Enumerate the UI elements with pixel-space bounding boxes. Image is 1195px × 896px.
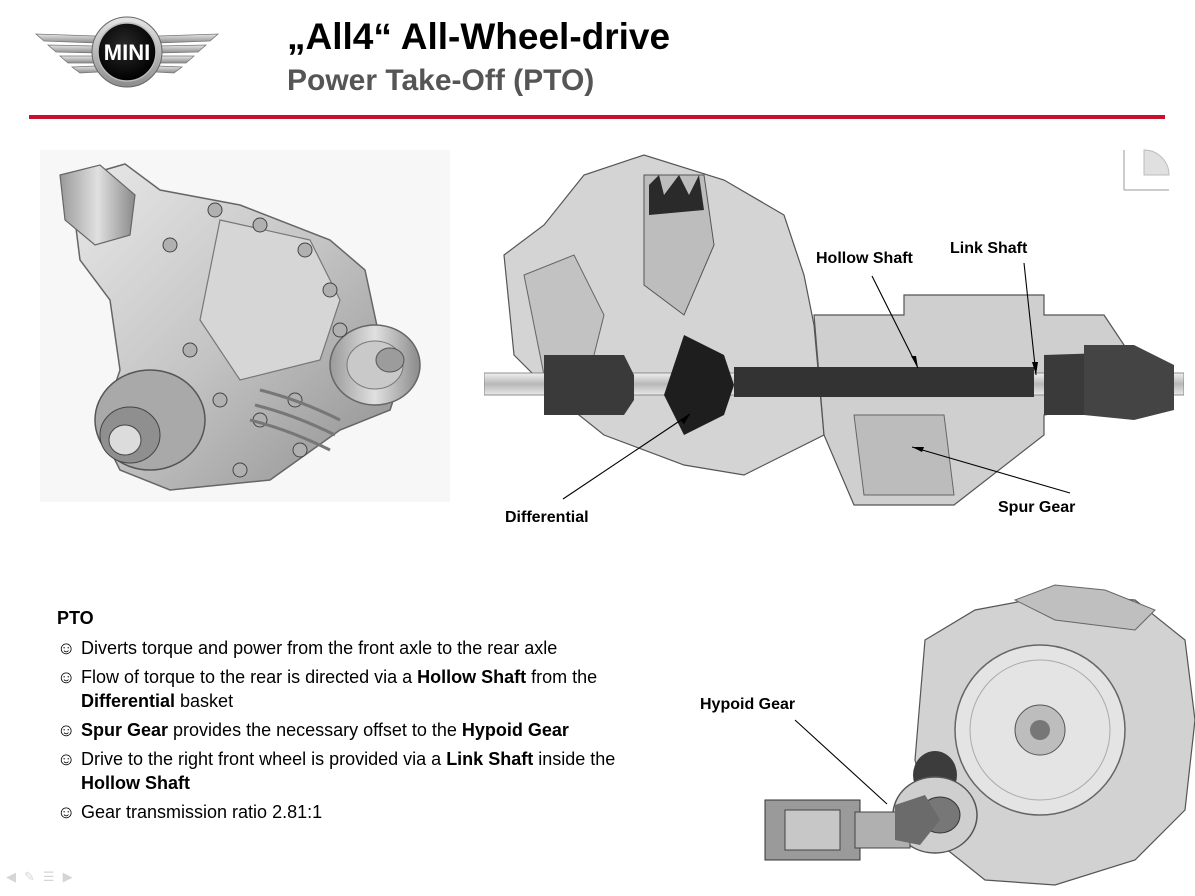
arrow-right-icon[interactable]: ▶ (62, 869, 73, 884)
left-wing (34, 33, 99, 74)
slide-subtitle: Power Take-Off (PTO) (287, 64, 595, 97)
menu-icon[interactable]: ☰ (42, 869, 55, 884)
title-divider (29, 115, 1165, 119)
smiley-icon: ☺ (57, 802, 76, 822)
bullet-list: ☺Diverts torque and power from the front… (57, 636, 657, 829)
transmission-illustration (755, 580, 1195, 896)
pen-icon[interactable]: ✎ (24, 869, 35, 884)
callout-link-shaft: Link Shaft (950, 240, 1028, 257)
mini-logo: MINI (34, 16, 220, 88)
callout-differential: Differential (505, 509, 589, 526)
bullet-item: ☺Flow of torque to the rear is directed … (57, 665, 657, 713)
bullet-text: Gear transmission ratio 2.81:1 (81, 802, 323, 822)
bullet-text: Drive to the right front wheel is provid… (81, 749, 447, 769)
bullet-text: Flow of torque to the rear is directed v… (81, 667, 418, 687)
smiley-icon: ☺ (57, 749, 76, 769)
arrow-left-icon[interactable]: ◀ (6, 869, 16, 884)
callout-hypoid-gear: Hypoid Gear (700, 696, 796, 713)
bullet-text: inside the (533, 749, 616, 769)
bullet-text: basket (175, 691, 234, 711)
bullet-keyword: Hypoid Gear (461, 720, 569, 740)
bullet-text: Diverts torque and power from the front … (81, 638, 558, 658)
right-wing (155, 33, 220, 74)
bullet-item: ☺Spur Gear provides the necessary offset… (57, 718, 657, 742)
bullet-item: ☺Diverts torque and power from the front… (57, 636, 657, 660)
smiley-icon: ☺ (57, 638, 76, 658)
callout-hollow-shaft: Hollow Shaft (816, 250, 913, 267)
smiley-icon: ☺ (57, 720, 76, 740)
bullet-keyword: Spur Gear (81, 720, 169, 740)
bullet-keyword: Hollow Shaft (417, 667, 527, 687)
callout-spur-gear: Spur Gear (998, 499, 1076, 516)
bullet-item: ☺Drive to the right front wheel is provi… (57, 747, 657, 795)
bullet-keyword: Link Shaft (446, 749, 534, 769)
pto-heading: PTO (57, 608, 94, 628)
bullet-item: ☺Gear transmission ratio 2.81:1 (57, 800, 657, 824)
bullet-keyword: Differential (81, 691, 176, 711)
smiley-icon: ☺ (57, 667, 76, 687)
logo-text: MINI (104, 40, 150, 65)
bullet-text: provides the necessary offset to the (168, 720, 462, 740)
bullet-keyword: Hollow Shaft (81, 773, 190, 793)
slide-navigation[interactable]: ◀ ✎ ☰ ▶ (6, 869, 73, 885)
bullet-text: from the (526, 667, 598, 687)
slide-title: „All4“ All-Wheel-drive (287, 16, 671, 57)
pto-cross-section-illustration (484, 135, 1184, 515)
pto-unit-illustration (40, 150, 450, 502)
